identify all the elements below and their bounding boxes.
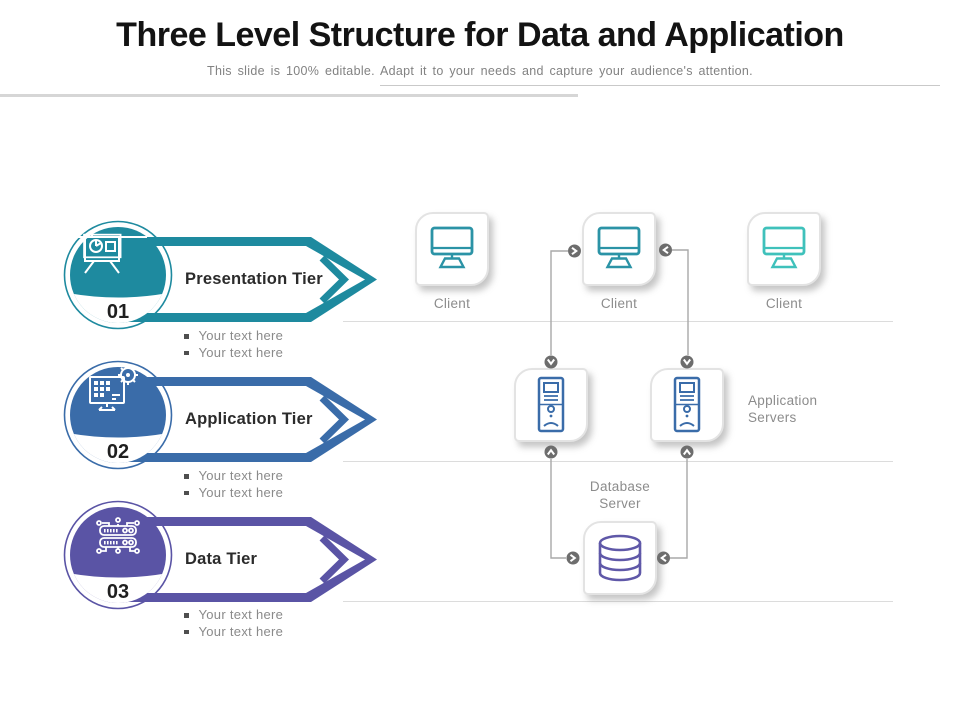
arrow-left-node-icon xyxy=(659,243,672,257)
arrow-banner-shape xyxy=(125,237,377,322)
server-tower-icon xyxy=(673,376,701,433)
tier-badge-01: 01 xyxy=(62,219,174,331)
monitor-icon xyxy=(430,226,474,269)
arrow-banner-shape xyxy=(125,517,377,602)
tier-separator-2 xyxy=(343,461,893,462)
arrow-down-node-icon xyxy=(680,355,694,369)
app-servers-label: Application Servers xyxy=(748,393,818,425)
header-divider-thin xyxy=(380,85,940,86)
bullet-square-icon xyxy=(184,350,189,355)
tier-badge-02: 02 xyxy=(62,359,174,471)
tier-number: 03 xyxy=(107,581,129,603)
client-tile-3 xyxy=(747,212,821,286)
arrow-banner-shape xyxy=(125,377,377,462)
application-tier-banner: Application Tier xyxy=(125,377,377,462)
arrow-down-node-icon xyxy=(544,355,558,369)
arrow-up-node-icon xyxy=(680,445,694,459)
tier-3-bullets: Your text here Your text here xyxy=(184,607,283,640)
client-label-2: Client xyxy=(600,296,638,311)
monitor-icon xyxy=(597,226,641,269)
tier-badge-03: 03 xyxy=(62,499,174,611)
tier-title: Data Tier xyxy=(185,550,258,568)
client-tile-2 xyxy=(582,212,656,286)
bullet-square-icon xyxy=(184,629,189,634)
data-tier-banner: Data Tier xyxy=(125,517,377,602)
bullet-square-icon xyxy=(184,334,189,339)
bullet-item: Your text here xyxy=(184,485,283,502)
tier-separator-1 xyxy=(343,320,893,322)
tier-title: Presentation Tier xyxy=(185,270,323,288)
tier-1-bullets: Your text here Your text here xyxy=(184,328,283,361)
client-label-3: Client xyxy=(765,296,803,311)
bullet-item: Your text here xyxy=(184,607,283,624)
server-tower-icon xyxy=(537,376,565,433)
presentation-tier-banner: Presentation Tier xyxy=(125,237,377,322)
bullet-item: Your text here xyxy=(184,345,283,362)
arrow-right-node-icon xyxy=(568,244,581,258)
tier-number: 02 xyxy=(107,441,129,463)
page-title: Three Level Structure for Data and Appli… xyxy=(116,16,844,54)
bullet-item: Your text here xyxy=(184,468,283,485)
client-tile-1 xyxy=(415,212,489,286)
server-rack-icon xyxy=(96,517,140,554)
bullet-item: Your text here xyxy=(184,624,283,641)
bullet-item: Your text here xyxy=(184,328,283,345)
bullet-square-icon xyxy=(184,613,189,618)
tier-title: Application Tier xyxy=(185,410,313,428)
tier-separator-3 xyxy=(343,600,893,602)
tier-2-bullets: Your text here Your text here xyxy=(184,468,283,501)
database-icon xyxy=(598,534,642,582)
application-window-gear-icon xyxy=(89,365,138,411)
tier-number: 01 xyxy=(107,301,129,323)
client-label-1: Client xyxy=(433,296,471,311)
presentation-screen-icon xyxy=(63,233,147,274)
app-server-tile-1 xyxy=(514,368,588,442)
app-server-tile-2 xyxy=(650,368,724,442)
arrow-left-node-icon xyxy=(657,551,670,565)
monitor-icon xyxy=(762,226,806,269)
database-server-label: Database Server xyxy=(589,479,651,511)
bullet-square-icon xyxy=(184,490,189,495)
bullet-square-icon xyxy=(184,474,189,479)
header-divider-thick xyxy=(0,94,578,97)
page-subtitle: This slide is 100% editable. Adapt it to… xyxy=(207,64,753,78)
arrow-up-node-icon xyxy=(544,445,558,459)
arrow-right-node-icon xyxy=(566,551,580,565)
database-tile xyxy=(583,521,657,595)
